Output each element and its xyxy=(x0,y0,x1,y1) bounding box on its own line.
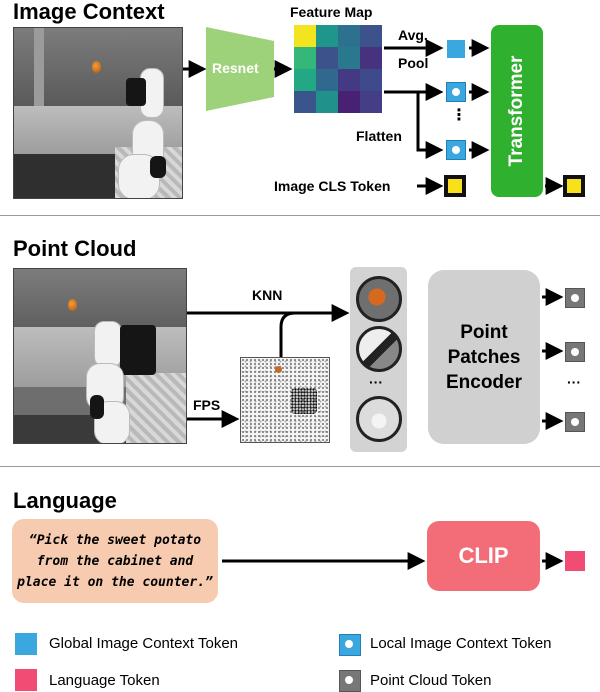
point-patch xyxy=(356,276,402,322)
legend-point-label: Point Cloud Token xyxy=(370,672,492,689)
point-cloud-scene-image xyxy=(13,268,187,444)
point-cloud-token xyxy=(565,412,585,432)
feature-map-label: Feature Map xyxy=(290,4,373,20)
feature-map-grid xyxy=(294,25,382,113)
feature-map-cell xyxy=(316,91,338,113)
section-divider-2 xyxy=(0,466,600,467)
feature-map-cell xyxy=(316,47,338,69)
point-cloud-title: Point Cloud xyxy=(13,236,137,261)
legend-point-swatch xyxy=(339,670,361,692)
local-image-token xyxy=(446,140,466,160)
feature-map-cell xyxy=(338,47,360,69)
point-cloud-token xyxy=(565,288,585,308)
point-token-ellipsis: ··· xyxy=(567,374,581,390)
feature-map-cell xyxy=(316,25,338,47)
feature-map-cell xyxy=(294,69,316,91)
sampled-point-cloud xyxy=(240,357,330,443)
encoder-label-1: Point xyxy=(460,321,508,343)
point-patches-encoder: Point Patches Encoder xyxy=(428,270,540,444)
section-divider-1 xyxy=(0,215,600,216)
patch-ellipsis: ··· xyxy=(369,374,383,390)
fps-label: FPS xyxy=(193,397,221,413)
feature-map-cell xyxy=(360,47,382,69)
point-cloud-token xyxy=(565,342,585,362)
feature-map-cell xyxy=(338,25,360,47)
global-image-token xyxy=(447,40,465,58)
output-cls-token xyxy=(563,175,585,197)
flatten-label: Flatten xyxy=(356,128,402,144)
image-cls-token-label: Image CLS Token xyxy=(274,178,391,194)
legend-language-label: Language Token xyxy=(49,672,160,689)
point-patch xyxy=(356,396,402,442)
clip-block: CLIP xyxy=(427,521,540,591)
legend-language-swatch xyxy=(15,669,37,691)
feature-map-cell xyxy=(338,69,360,91)
feature-map-cell xyxy=(316,69,338,91)
image-cls-token xyxy=(444,175,466,197)
instruction-line-2: from the cabinet and xyxy=(36,553,194,569)
encoder-label-3: Encoder xyxy=(445,371,523,393)
feature-map-cell xyxy=(360,69,382,91)
feature-map-cell xyxy=(294,91,316,113)
feature-map-cell xyxy=(360,91,382,113)
instruction-line-1: “Pick the sweet potato xyxy=(28,532,202,548)
instruction-line-3: place it on the counter.” xyxy=(17,574,213,590)
knn-label: KNN xyxy=(252,287,283,303)
feature-map-cell xyxy=(294,47,316,69)
transformer-label: Transformer xyxy=(506,55,527,167)
legend-global-swatch xyxy=(15,633,37,655)
point-patch xyxy=(356,326,402,372)
image-context-title: Image Context xyxy=(13,0,165,24)
avg-pool-label-1: Avg. xyxy=(398,27,428,43)
resnet-block xyxy=(206,27,274,111)
avg-pool-label-2: Pool xyxy=(398,55,429,71)
clip-label: CLIP xyxy=(458,543,509,568)
language-title: Language xyxy=(13,488,117,513)
resnet-label: Resnet xyxy=(212,60,259,76)
rgb-scene-image xyxy=(13,27,183,199)
local-token-ellipsis: ⋮ xyxy=(451,107,467,124)
instruction-box: “Pick the sweet potato from the cabinet … xyxy=(12,519,218,603)
feature-map-cell xyxy=(360,25,382,47)
feature-map-cell xyxy=(338,91,360,113)
legend-local-label: Local Image Context Token xyxy=(370,635,552,652)
local-image-token xyxy=(446,82,466,102)
legend-local-swatch xyxy=(339,634,361,656)
legend-global-label: Global Image Context Token xyxy=(49,635,239,652)
encoder-label-2: Patches xyxy=(447,346,521,368)
language-token xyxy=(565,551,585,571)
transformer-block: Transformer xyxy=(491,25,543,197)
feature-map-cell xyxy=(294,25,316,47)
